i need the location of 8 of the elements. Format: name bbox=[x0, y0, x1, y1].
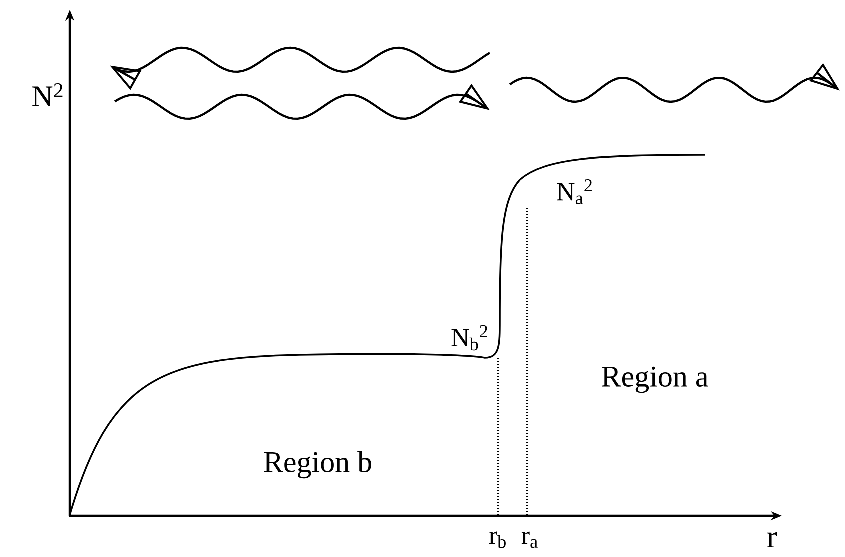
region-label: Region a bbox=[602, 366, 708, 394]
axis-label: N$^{2}$ bbox=[32, 84, 63, 106]
tick-label: r$_{b}$ bbox=[489, 532, 506, 548]
region-label: Region b bbox=[264, 451, 372, 479]
tick-label: r$_{a}$ bbox=[522, 532, 538, 548]
curve-label: N$_{a}$2 bbox=[557, 180, 592, 204]
curve-label: N$_{b}$2 bbox=[452, 325, 488, 351]
axis-label: r bbox=[767, 532, 778, 548]
